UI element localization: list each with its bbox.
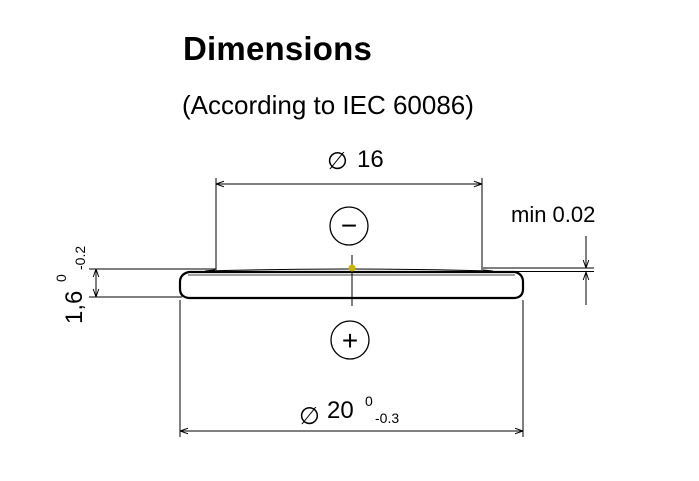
center-marker (348, 264, 356, 272)
height-upper-tol: 0 (53, 274, 69, 282)
page-title: Dimensions (183, 30, 373, 67)
diameter-symbol-bottom: ∅ (299, 403, 320, 430)
negative-terminal-symbol: − (329, 206, 369, 246)
positive-terminal-symbol: + (330, 320, 370, 360)
bottom-diameter-upper-tol: 0 (365, 393, 373, 409)
page-subtitle: (According to IEC 60086) (182, 90, 474, 120)
bottom-diameter-lower-tol: -0.3 (375, 410, 399, 426)
bottom-diameter-value: 20 (327, 397, 354, 424)
height-dimension (89, 268, 216, 298)
bottom-diameter-dimension (179, 300, 524, 437)
cell-disc-outline (178, 270, 525, 300)
top-diameter-dimension (215, 178, 483, 270)
top-diameter-value: 16 (357, 146, 384, 173)
min-gap-label: min 0.02 (511, 202, 595, 227)
height-value: 1,6 (61, 291, 88, 324)
min-gap-dimension (483, 236, 594, 305)
diameter-symbol-top: ∅ (327, 148, 348, 175)
height-lower-tol: -0.2 (72, 246, 88, 270)
positive-sign: + (342, 325, 358, 356)
negative-sign: − (341, 210, 357, 241)
negative-cap-outline (204, 268, 494, 272)
